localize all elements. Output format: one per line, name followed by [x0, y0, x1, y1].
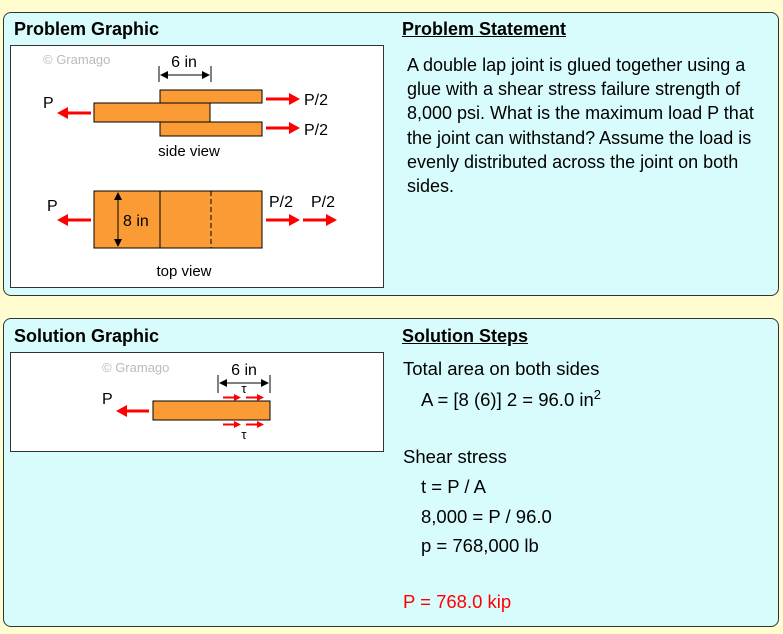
step-1: Total area on both sides [403, 358, 600, 379]
tau-label: τ [241, 381, 247, 396]
load-label: P [102, 391, 113, 408]
load-label: P [47, 198, 58, 215]
area-equation: A = [8 (6)] 2 = 96.0 in [421, 389, 594, 411]
solution-steps-title: Solution Steps [402, 326, 528, 346]
step-3: Shear stress [403, 446, 507, 467]
length-label: 6 in [231, 362, 257, 379]
arrows-side [57, 93, 300, 134]
step-2: A = [8 (6)] 2 = 96.0 in2 [421, 387, 601, 411]
answer: P = 768.0 kip [403, 591, 512, 612]
half-load-label: P/2 [304, 122, 328, 139]
side-view-label: side view [158, 143, 220, 160]
problem-graphic: © Gramago 6 in P P/2 P/2 side view 8 in … [10, 45, 384, 288]
step-4: t = P / A [421, 476, 486, 497]
area-exponent: 2 [593, 387, 602, 402]
top-view-label: top view [156, 263, 211, 280]
top-plate [159, 89, 263, 104]
tau-label: τ [241, 427, 247, 442]
watermark: © Gramago [102, 360, 169, 375]
bottom-plate [159, 121, 263, 137]
problem-graphic-title: Problem Graphic [14, 19, 160, 39]
problem-statement: A double lap joint is glued together usi… [407, 55, 754, 197]
width-label: 8 in [123, 213, 149, 230]
problem-statement-title: Problem Statement [402, 19, 567, 39]
top-view-plate [93, 190, 263, 249]
half-load-label: P/2 [311, 194, 335, 211]
plate [152, 400, 271, 421]
load-label: P [43, 95, 54, 112]
free-body-diagram: © Gramago 6 in τ τ P [102, 360, 271, 442]
solution-graphic-title: Solution Graphic [14, 326, 160, 346]
lap-joint-diagram: © Gramago 6 in P P/2 P/2 side view 8 in … [43, 52, 337, 280]
solution-graphic: © Gramago 6 in τ τ P [10, 352, 384, 452]
half-load-label: P/2 [304, 92, 328, 109]
middle-plate [93, 102, 211, 123]
step-6: p = 768,000 lb [421, 535, 539, 556]
length-label: 6 in [171, 54, 197, 71]
shear-arrows [116, 394, 264, 428]
watermark: © Gramago [43, 52, 110, 67]
half-load-label: P/2 [269, 194, 293, 211]
arrows-top [57, 214, 337, 226]
step-5: 8,000 = P / 96.0 [421, 506, 552, 527]
